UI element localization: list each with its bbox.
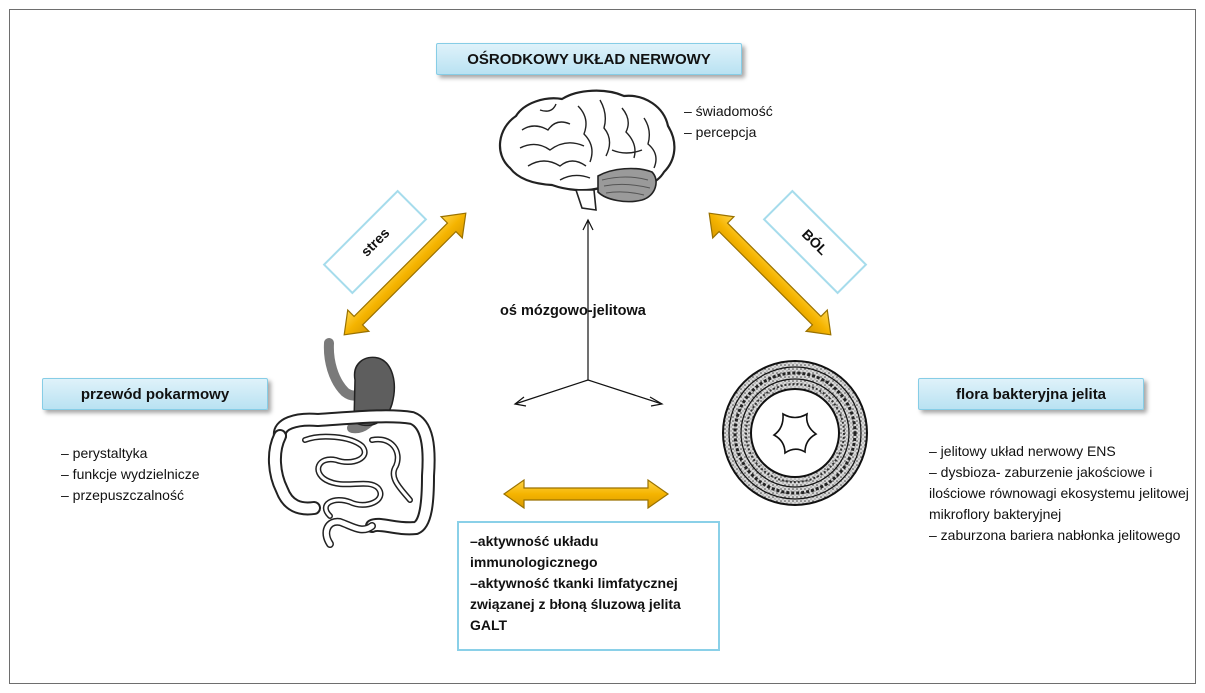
axis-label: oś mózgowo-jelitowa <box>500 303 646 319</box>
stres-label: stres <box>357 224 393 260</box>
immune-item: –aktywność tkanki limfatycznej związanej… <box>470 575 681 633</box>
gut-flora-item: – dysbioza- zaburzenie jakościowe i iloś… <box>929 464 1189 522</box>
immune-item: –aktywność układu immunologicznego <box>470 533 599 570</box>
digestive-tract-item: – funkcje wydzielnicze <box>61 466 200 482</box>
digestive-tract-item: – przepuszczalność <box>61 487 184 503</box>
cns-item: – świadomość <box>684 103 773 119</box>
cns-title: OŚRODKOWY UKŁAD NERWOWY <box>467 50 711 68</box>
digestive-tract-title: przewód pokarmowy <box>80 385 230 403</box>
gut-flora-list: – jelitowy układ nerwowy ENS – dysbioza-… <box>929 441 1189 546</box>
axis-arrows <box>513 218 664 407</box>
pain-arrow <box>708 212 832 336</box>
gut-flora-item: – zaburzona bariera nabłonka jelitowego <box>929 527 1181 543</box>
gut-flora-banner: flora bakteryjna jelita <box>918 378 1144 410</box>
cns-item: – percepcja <box>684 124 757 140</box>
immune-box: –aktywność układu immunologicznego –akty… <box>457 521 720 651</box>
bol-label: BÓL <box>798 225 832 259</box>
digestive-tract-item: – perystaltyka <box>61 445 148 461</box>
brain-icon <box>498 89 676 211</box>
gut-flora-title: flora bakteryjna jelita <box>955 385 1107 403</box>
intestine-cross-section-icon <box>722 360 868 506</box>
diagram-frame <box>9 9 1196 684</box>
gut-flora-item: – jelitowy układ nerwowy ENS <box>929 443 1116 459</box>
stress-arrow <box>343 212 467 336</box>
cns-banner: OŚRODKOWY UKŁAD NERWOWY <box>436 43 742 75</box>
digestive-tract-banner: przewód pokarmowy <box>42 378 268 410</box>
cns-list: – świadomość – percepcja <box>684 101 773 143</box>
immune-arrow <box>502 478 670 510</box>
digestive-tract-list: – perystaltyka – funkcje wydzielnicze – … <box>61 443 200 506</box>
digestive-tract-icon <box>268 338 436 548</box>
